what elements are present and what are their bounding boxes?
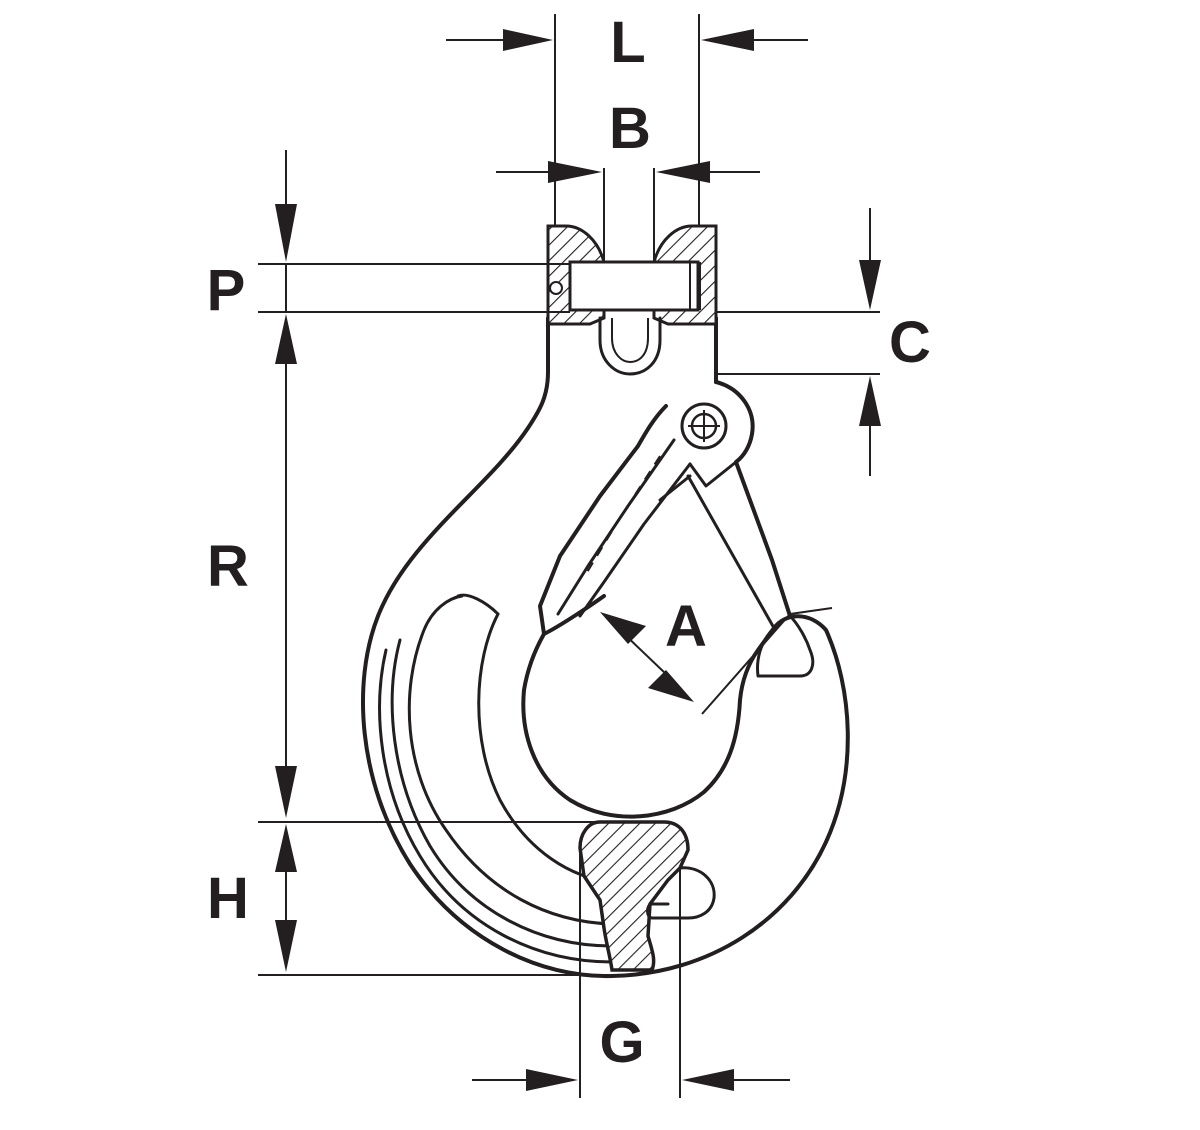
clevis-head [546,224,718,376]
latch-plate-3 [688,460,738,488]
latch-arm [686,474,776,630]
label-H: H [207,866,249,931]
latch-plate-1 [556,438,676,616]
hook-groove-5 [378,648,614,964]
throat-hatch [578,820,690,972]
label-A: A [665,594,707,659]
hook-tip [756,614,815,678]
hook-groove-4 [390,638,614,948]
hook-groove-2 [456,593,500,616]
latch-plate-dash [585,455,661,575]
chain-link-loop [598,316,662,376]
label-R: R [207,534,249,599]
dimension-labels: L B P C R A H G [207,10,931,1075]
throat-section [578,820,716,972]
label-C: C [889,310,931,375]
throat-bulb [646,866,716,920]
clevis-pin [568,260,700,312]
safety-latch [538,380,792,636]
pin-hole [549,281,563,295]
label-P: P [207,258,246,323]
dimension-lines [258,14,881,1098]
label-L: L [610,10,645,75]
hook-groove-1 [407,594,614,926]
label-G: G [599,1010,644,1075]
label-B: B [609,96,651,161]
hook-groove-3 [477,612,614,884]
